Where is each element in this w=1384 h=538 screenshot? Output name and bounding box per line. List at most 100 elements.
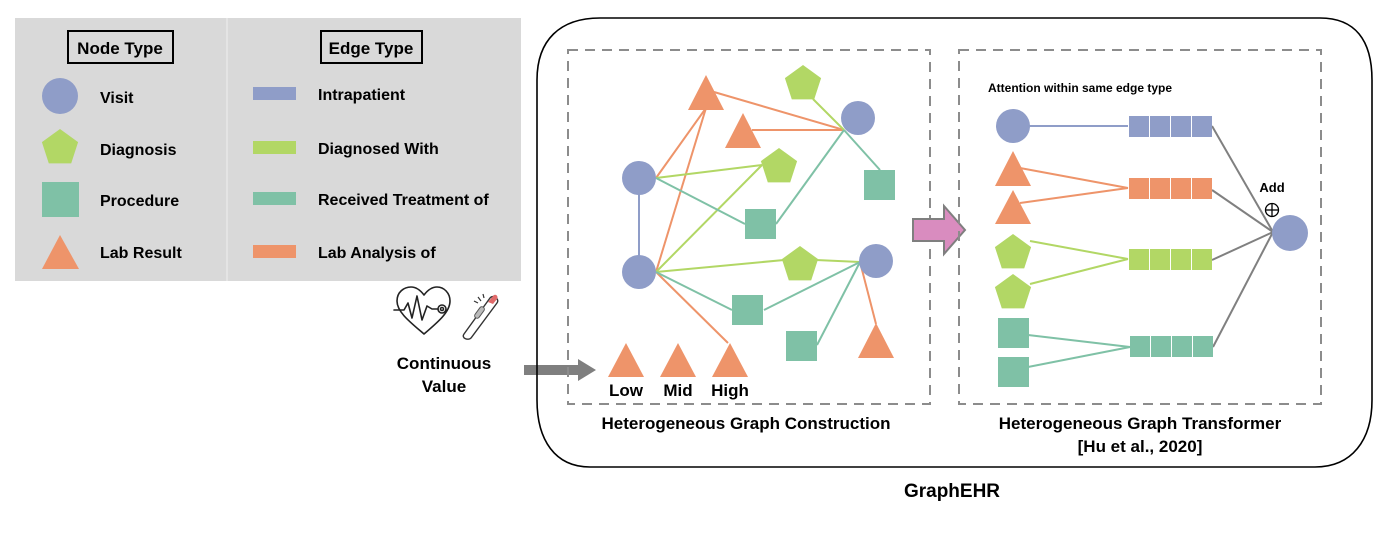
- lab-analysis-edge-swatch: [253, 245, 296, 258]
- legend-edge-received-treatment: Received Treatment of: [318, 192, 489, 209]
- lab-result-node-icon: [42, 235, 79, 269]
- node-type-title: Node Type: [77, 39, 163, 58]
- embedding-cell: [1193, 336, 1213, 357]
- grapheehr-title: GraphEHR: [904, 481, 1000, 502]
- transformer-caption-line1: Heterogeneous Graph Transformer: [999, 414, 1282, 433]
- edge-received-treatment: [816, 261, 861, 346]
- procedure-node: [745, 209, 776, 239]
- graph-transformer-panel: Attention within same edge type Add: [958, 49, 1322, 456]
- attention-note: Attention within same edge type: [988, 81, 1172, 95]
- edge-aggregate: [1211, 125, 1274, 233]
- lab-level-mid-node: [660, 343, 696, 377]
- visit-node: [996, 109, 1030, 143]
- embedding-cell: [1129, 116, 1149, 137]
- edge-procedure-to-embedding: [1027, 346, 1131, 368]
- construction-caption: Heterogeneous Graph Construction: [601, 414, 890, 433]
- procedure-node: [998, 357, 1029, 387]
- continuous-value-label-line1: Continuous: [397, 354, 491, 373]
- input-arrow-icon: [524, 359, 596, 381]
- edge-aggregate: [1212, 231, 1274, 348]
- visit-node: [841, 101, 875, 135]
- edge-type-title-box: [320, 30, 423, 64]
- legend-node-procedure: Procedure: [100, 193, 179, 210]
- legend-node-visit: Visit: [100, 90, 134, 107]
- transformer-edges: [1019, 125, 1274, 368]
- embedding-blocks: [1129, 116, 1213, 357]
- lab-level-low-label: Low: [609, 381, 644, 400]
- legend-edge-intrapatient: Intrapatient: [318, 87, 406, 104]
- edge-lab-analysis: [713, 91, 845, 131]
- thermometer-icon: [462, 293, 499, 340]
- diagnosed-with-edge-swatch: [253, 141, 296, 154]
- continuous-value-input: Continuous Value: [393, 286, 596, 396]
- heartbeat-icon: [393, 286, 451, 335]
- legend-edge-diagnosed-with: Diagnosed With: [318, 141, 439, 158]
- lab-level-high-node: [712, 343, 748, 377]
- edge-diagnosed-with: [655, 164, 763, 179]
- legend-node-diagnosis: Diagnosis: [100, 142, 177, 159]
- embedding-cell: [1129, 178, 1149, 199]
- lab-result-node: [995, 190, 1031, 224]
- construction-edges: [638, 91, 881, 346]
- legend-edge-lab-analysis: Lab Analysis of: [318, 245, 436, 262]
- intrapatient-edge-swatch: [253, 87, 296, 100]
- embedding-cell: [1151, 336, 1171, 357]
- edge-diagnosis-to-embedding: [1029, 258, 1129, 285]
- edge-received-treatment: [763, 261, 861, 311]
- edge-procedure-to-embedding: [1027, 334, 1131, 348]
- transition-arrow-icon: [912, 203, 967, 257]
- visit-node-icon: [42, 78, 78, 114]
- embedding-lab: [1129, 178, 1212, 199]
- grapheehr-container: [536, 17, 1373, 468]
- visit-node: [622, 161, 656, 195]
- continuous-value-label-line2: Value: [422, 377, 466, 396]
- lab-level-high-label: High: [711, 381, 749, 400]
- diagnosis-node: [994, 274, 1032, 309]
- embedding-diagnosis: [1129, 249, 1212, 270]
- edge-diagnosed-with: [815, 259, 861, 263]
- procedure-node: [786, 331, 817, 361]
- edge-received-treatment: [655, 271, 733, 311]
- procedure-node: [864, 170, 895, 200]
- edge-type-title: Edge Type: [329, 39, 414, 58]
- edge-lab-analysis: [859, 261, 877, 325]
- diagnosis-node: [784, 65, 822, 100]
- embedding-cell: [1171, 178, 1191, 199]
- edge-lab-analysis: [655, 271, 729, 344]
- diagnosis-node: [994, 234, 1032, 269]
- procedure-node-icon: [42, 182, 79, 217]
- embedding-visit: [1129, 116, 1212, 137]
- embedding-cell: [1192, 178, 1212, 199]
- embedding-cell: [1129, 249, 1149, 270]
- visit-node: [622, 255, 656, 289]
- graph-construction-panel: Low Mid High Heterogeneous Graph Constru…: [567, 49, 931, 433]
- lab-result-node: [725, 113, 761, 148]
- received-treatment-edge-swatch: [253, 192, 296, 205]
- edge-diagnosed-with: [655, 164, 763, 273]
- embedding-cell: [1130, 336, 1150, 357]
- legend-node-lab-result: Lab Result: [100, 245, 182, 262]
- diagnosis-node: [781, 246, 819, 281]
- edge-aggregate: [1211, 189, 1274, 233]
- diagnosis-node-icon: [41, 129, 79, 164]
- embedding-cell: [1150, 178, 1170, 199]
- embedding-cell: [1150, 249, 1170, 270]
- embedding-cell: [1150, 116, 1170, 137]
- add-label: Add: [1259, 180, 1284, 195]
- embedding-cell: [1171, 116, 1191, 137]
- node-type-title-box: [67, 30, 174, 64]
- edge-lab-analysis: [655, 107, 707, 179]
- embedding-procedure: [1130, 336, 1213, 357]
- edge-aggregate: [1211, 231, 1274, 261]
- lab-result-node: [858, 323, 894, 358]
- edge-lab-to-embedding: [1019, 167, 1129, 189]
- embedding-cell: [1172, 336, 1192, 357]
- embedding-cell: [1192, 249, 1212, 270]
- lab-level-mid-label: Mid: [663, 381, 692, 400]
- embedding-cell: [1171, 249, 1191, 270]
- diagnosis-node: [760, 148, 798, 183]
- legend-panel: Node Type Edge Type Visit Diagnosis Proc…: [15, 18, 521, 281]
- edge-received-treatment: [843, 129, 881, 171]
- embedding-cell: [1192, 116, 1212, 137]
